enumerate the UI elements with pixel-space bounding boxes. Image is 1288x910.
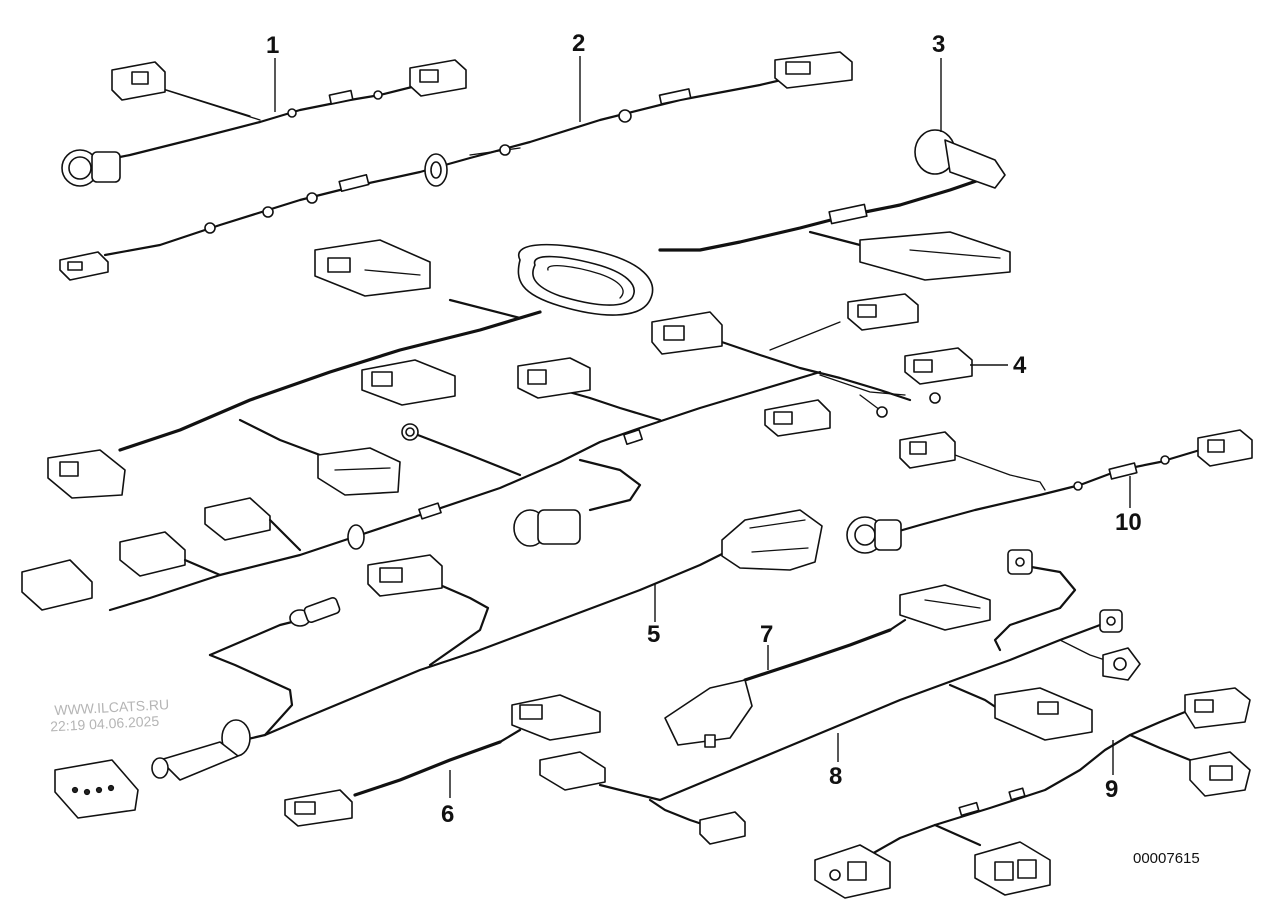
part-number-labels: 1 2 3 4 5 6 7 8 9 10 <box>266 30 1142 828</box>
harness-2-grommet <box>424 153 448 187</box>
harness-3-main-loom <box>21 129 1011 612</box>
drawing-id: 00007615 <box>1133 850 1200 867</box>
harness-10-round-plug <box>846 516 902 554</box>
part-label-10[interactable]: 10 <box>1115 509 1142 536</box>
harness-8-round-socket <box>1102 647 1141 681</box>
harness-5-body-plug <box>721 509 823 571</box>
harness-9-connector-c <box>814 844 891 899</box>
harness-9 <box>814 687 1251 899</box>
main-loom-connector-d <box>317 447 401 496</box>
harness-4-connector-d <box>764 399 831 437</box>
harness-8-clip-top <box>1007 549 1033 575</box>
harness-8-clip-right <box>1099 609 1123 633</box>
harness-10-connector-a <box>899 431 956 469</box>
harness-5-bulb-plug <box>151 719 251 781</box>
part-label-2[interactable]: 2 <box>572 30 585 57</box>
leader-lines <box>274 56 1131 798</box>
part-label-6[interactable]: 6 <box>441 801 454 828</box>
main-loom-connector-e <box>517 357 591 399</box>
harness-10 <box>846 429 1253 554</box>
harness-5-pin-connector <box>289 596 341 627</box>
part-label-3[interactable]: 3 <box>932 31 945 58</box>
harness-1-connector-a <box>111 61 166 101</box>
harness-10-connector-b <box>1197 429 1253 467</box>
harness-6-connector-b <box>284 789 353 827</box>
harness-5-connector-b <box>367 554 443 597</box>
harness-3-large-connector <box>859 231 1011 281</box>
harness-9-connector-d <box>974 841 1051 896</box>
main-loom-connector-b <box>361 359 456 406</box>
main-loom-connector-a <box>314 239 431 297</box>
module-box-b <box>119 531 186 577</box>
harness-2-connector-b <box>774 51 853 89</box>
part-label-1[interactable]: 1 <box>266 32 279 59</box>
harness-7-angle-plug <box>664 679 753 748</box>
part-label-4[interactable]: 4 <box>1013 352 1027 379</box>
harness-5-multi-connector <box>54 759 139 819</box>
watermark: WWW.ILCATS.RU 22:19 04.06.2025 <box>50 696 170 735</box>
main-grommet <box>517 243 654 316</box>
part-label-7[interactable]: 7 <box>760 621 773 648</box>
main-loom-lower-branch <box>21 357 822 612</box>
harness-7-connector-a <box>899 584 991 631</box>
part-label-8[interactable]: 8 <box>829 763 842 790</box>
lower-grommet <box>347 524 365 550</box>
main-loom-connector-c <box>47 449 126 499</box>
harness-8 <box>539 549 1141 845</box>
harness-6-connector-a <box>511 694 601 741</box>
watermark-line-1: WWW.ILCATS.RU <box>54 696 170 718</box>
module-box-c <box>204 497 271 541</box>
module-box-a <box>21 559 93 611</box>
harness-9-connector-a <box>1184 687 1251 729</box>
harness-8-connector-b <box>699 811 746 845</box>
harness-9-connector-b <box>1189 751 1251 797</box>
harness-4-connector-a <box>651 311 723 355</box>
harness-5 <box>54 509 823 819</box>
harness-8-flat-connector <box>994 687 1093 741</box>
harness-1 <box>61 59 467 187</box>
harness-6 <box>284 694 601 827</box>
harness-4-connector-c <box>904 347 973 385</box>
harness-4-connector-b <box>847 293 919 331</box>
harness-3-elbow-plug <box>914 129 1006 189</box>
harness-1-connector-b <box>409 59 467 97</box>
harness-4 <box>651 293 973 437</box>
part-label-5[interactable]: 5 <box>647 621 660 648</box>
harness-2-connector-a <box>59 251 109 281</box>
watermark-line-2: 22:19 04.06.2025 <box>50 713 160 735</box>
harness-2 <box>59 51 853 281</box>
harness-7 <box>664 584 991 748</box>
harness-8-connector-a <box>539 751 606 791</box>
harness-1-round-plug <box>61 149 121 187</box>
part-label-9[interactable]: 9 <box>1105 776 1118 803</box>
sensor-plug-lower <box>513 509 581 547</box>
